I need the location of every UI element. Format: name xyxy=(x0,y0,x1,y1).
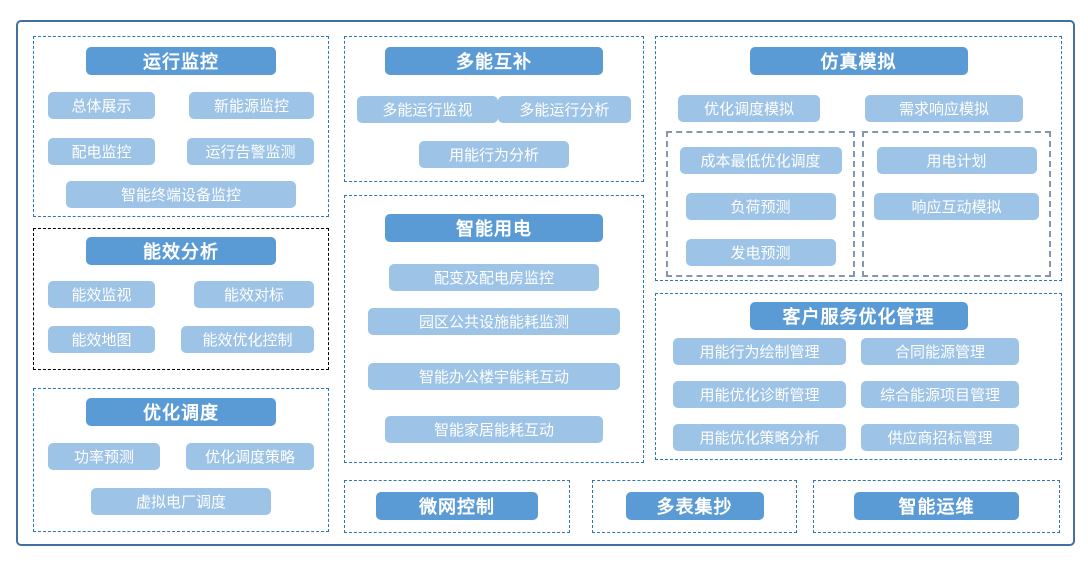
module-energy-behavior-mapping-management: 用能行为绘制管理 xyxy=(673,338,846,365)
module-integrated-energy-project-management: 综合能源项目管理 xyxy=(861,381,1019,408)
panel-operation-monitoring: 运行监控 总体展示 新能源监控 配电监控 运行告警监测 智能终端设备监控 xyxy=(33,36,329,217)
energy-efficiency-analysis-title: 能效分析 xyxy=(86,237,276,265)
module-dispatch-strategy: 优化调度策略 xyxy=(186,443,314,470)
module-response-interaction-simulation: 响应互动模拟 xyxy=(874,193,1039,220)
panel-smart-power-use: 智能用电 配变及配电房监控 园区公共设施能耗监测 智能办公楼宇能耗互动 智能家居… xyxy=(344,195,644,463)
module-lowest-cost-optimal-dispatch: 成本最低优化调度 xyxy=(679,147,842,174)
module-overall-display: 总体展示 xyxy=(48,92,155,119)
module-power-use-plan: 用电计划 xyxy=(876,147,1037,174)
operation-monitoring-title: 运行监控 xyxy=(86,47,276,75)
module-generation-forecast: 发电预测 xyxy=(685,239,836,266)
panel-energy-efficiency-analysis: 能效分析 能效监视 能效对标 能效地图 能效优化控制 xyxy=(33,228,329,370)
module-power-forecast: 功率预测 xyxy=(48,443,160,470)
module-energy-optimization-strategy-analysis: 用能优化策略分析 xyxy=(673,424,846,451)
module-energy-optimization-diagnosis-management: 用能优化诊断管理 xyxy=(673,381,846,408)
multi-meter-reading-title: 多表集抄 xyxy=(625,492,764,520)
module-energy-efficiency-monitoring: 能效监视 xyxy=(48,281,155,308)
module-transformer-room-monitoring: 配变及配电房监控 xyxy=(389,264,599,291)
panel-microgrid-control: 微网控制 xyxy=(344,480,570,533)
module-load-forecast: 负荷预测 xyxy=(685,193,836,220)
module-new-energy-monitoring: 新能源监控 xyxy=(189,92,314,119)
panel-customer-service-optimization: 客户服务优化管理 用能行为绘制管理 合同能源管理 用能优化诊断管理 综合能源项目… xyxy=(655,293,1062,460)
module-multi-energy-operation-monitoring: 多能运行监视 xyxy=(357,96,498,123)
panel-simulation: 仿真模拟 优化调度模拟 需求响应模拟 成本最低优化调度 负荷预测 发电预测 用电… xyxy=(655,36,1062,281)
simulation-title: 仿真模拟 xyxy=(749,47,968,75)
module-smart-office-building-energy-interaction: 智能办公楼宇能耗互动 xyxy=(368,363,620,390)
module-demand-response-simulation: 需求响应模拟 xyxy=(865,95,1023,122)
module-virtual-power-plant-dispatch: 虚拟电厂调度 xyxy=(91,488,271,515)
module-multi-energy-operation-analysis: 多能运行分析 xyxy=(497,96,631,123)
module-energy-efficiency-benchmarking: 能效对标 xyxy=(194,281,314,308)
panel-optimal-dispatch: 优化调度 功率预测 优化调度策略 虚拟电厂调度 xyxy=(33,388,329,532)
smart-operation-maintenance-title: 智能运维 xyxy=(854,492,1019,520)
panel-smart-operation-maintenance: 智能运维 xyxy=(813,480,1060,533)
panel-multi-energy-complementary: 多能互补 多能运行监视 多能运行分析 用能行为分析 xyxy=(344,36,644,182)
panel-multi-meter-reading: 多表集抄 xyxy=(592,480,797,533)
customer-service-optimization-title: 客户服务优化管理 xyxy=(749,302,968,330)
module-energy-efficiency-map: 能效地图 xyxy=(48,326,155,353)
simulation-plan-subgroup: 用电计划 响应互动模拟 xyxy=(862,131,1051,277)
module-energy-efficiency-optimization-control: 能效优化控制 xyxy=(181,326,314,353)
module-distribution-monitoring: 配电监控 xyxy=(48,138,155,165)
optimal-dispatch-title: 优化调度 xyxy=(86,398,276,426)
module-smart-terminal-device-monitoring: 智能终端设备监控 xyxy=(66,181,296,208)
module-park-public-facility-energy-monitoring: 园区公共设施能耗监测 xyxy=(368,308,620,335)
smart-power-use-title: 智能用电 xyxy=(385,214,603,242)
module-contract-energy-management: 合同能源管理 xyxy=(861,338,1019,365)
multi-energy-complementary-title: 多能互补 xyxy=(385,47,603,75)
microgrid-control-title: 微网控制 xyxy=(376,492,538,520)
simulation-dispatch-subgroup: 成本最低优化调度 负荷预测 发电预测 xyxy=(666,131,855,277)
module-energy-use-behavior-analysis: 用能行为分析 xyxy=(419,141,569,168)
module-supplier-bidding-management: 供应商招标管理 xyxy=(861,424,1019,451)
module-smart-home-energy-interaction: 智能家居能耗互动 xyxy=(385,416,603,443)
module-dispatch-simulation: 优化调度模拟 xyxy=(678,95,820,122)
module-operation-alarm-monitoring: 运行告警监测 xyxy=(187,138,314,165)
